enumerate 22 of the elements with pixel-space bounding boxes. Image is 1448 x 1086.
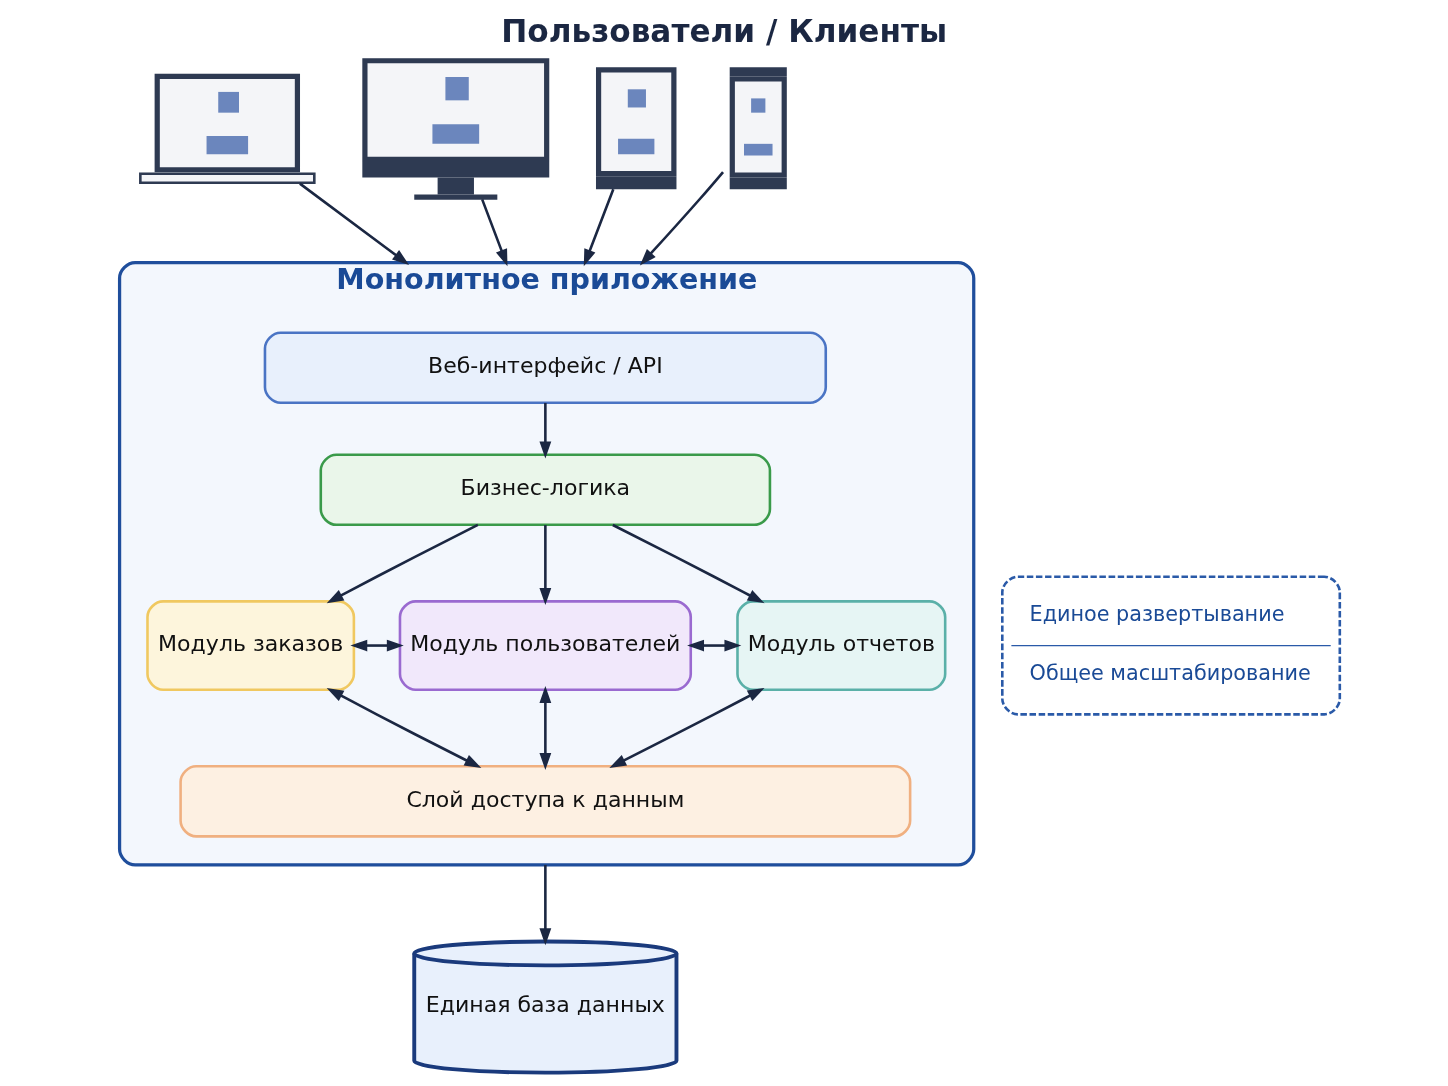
node-box: Модуль пользователей: [398, 600, 692, 691]
node-box: Бизнес-логика: [319, 453, 771, 527]
arrow: [326, 523, 478, 604]
arrow: [611, 523, 764, 604]
arrow: [349, 639, 404, 652]
node-box: Веб-интерфейс / API: [263, 331, 827, 405]
arrow: [686, 639, 741, 652]
arrow: [538, 525, 551, 605]
arrow: [326, 687, 481, 768]
arrow: [639, 171, 724, 266]
arrow: [538, 686, 551, 770]
arrow: [538, 864, 551, 946]
arrow: [480, 198, 507, 267]
arrow: [538, 402, 551, 459]
arrow: [608, 687, 764, 768]
arrow: [583, 188, 614, 267]
node-box: Слой доступа к данным: [178, 765, 911, 838]
arrow: [298, 182, 409, 265]
node-box: Единое развертывание Общее масштабирование: [1000, 575, 1341, 716]
node-box: Модуль отчетов: [735, 600, 946, 691]
diagram-title: Пользователи / Клиенты: [500, 13, 947, 50]
node-box: Модуль заказов: [145, 600, 355, 691]
